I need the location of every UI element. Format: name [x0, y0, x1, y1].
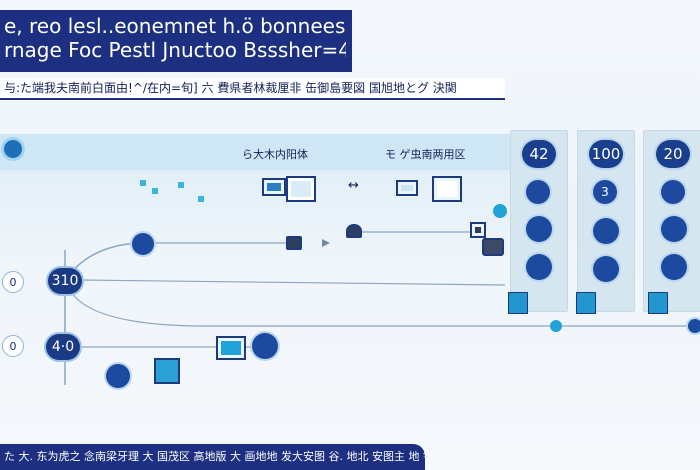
flow-zero-bottom: 0	[2, 335, 24, 357]
footer-bar: た 大. 东为虎之 念南梁牙理 大 国茂区 高地版 大 画地地 发大安图 谷. …	[0, 444, 425, 470]
small-tablet-icon	[470, 222, 486, 238]
column-2-dot-1	[593, 218, 619, 244]
column-1-dot-1	[526, 216, 552, 242]
column-3-cell-1	[661, 180, 685, 204]
title-block: e, reo lesl..eonemnet h.ö bonneess Jasht…	[0, 10, 352, 72]
column-head-2: 100	[589, 140, 623, 168]
tablet-icon	[432, 176, 462, 202]
column-head-1: 42	[522, 140, 556, 168]
small-box-icon	[482, 238, 504, 256]
accent-dot-icon	[550, 320, 562, 332]
column-2-dot-2	[593, 256, 619, 282]
top-panel	[0, 134, 510, 170]
column-3-tile-icon	[648, 292, 668, 314]
accent-dot-icon	[493, 204, 507, 218]
laptop-icon	[286, 176, 316, 202]
pixel-square	[178, 182, 184, 188]
panel-dot-icon	[4, 140, 22, 158]
pixel-square	[140, 180, 146, 186]
column-1-tile-icon	[508, 292, 528, 314]
monitor-icon	[262, 178, 286, 196]
monitor-icon	[216, 336, 246, 360]
panel-label-left: ら大木内阳体	[242, 148, 308, 161]
title-line-1: e, reo lesl..eonemnet h.ö bonneess Jasht…	[4, 14, 346, 38]
flow-end-icon	[688, 319, 700, 333]
flow-node-bottom: 4·0	[46, 334, 80, 360]
flow-point-icon	[132, 233, 154, 255]
panel-label-right: モ ゲ虫南两用区	[385, 148, 466, 161]
pixel-square	[198, 196, 204, 202]
column-head-3: 20	[656, 140, 690, 168]
device-icon	[396, 180, 418, 196]
pixel-square	[152, 188, 158, 194]
subtitle-bar: 与:た端我夫南前白面由!^/在内=旬] 六 費県者林裁厘非 缶御島要図 国旭地と…	[0, 78, 505, 100]
column-1-dot-2	[526, 254, 552, 280]
column-2-tile-icon	[576, 292, 596, 314]
title-line-2: rnage Foc Pestl Jnuctoo Bsssher=4KZ 7F $…	[4, 38, 346, 62]
column-2-cell-1: 3	[593, 180, 617, 204]
small-device-icon	[286, 236, 302, 250]
column-3-dot-1	[661, 216, 687, 242]
flow-zero-top: 0	[2, 271, 24, 293]
flow-point-icon	[252, 333, 278, 359]
storage-icon	[154, 358, 180, 384]
flow-point-icon	[106, 364, 130, 388]
column-1-cell-1	[526, 180, 550, 204]
panel-background	[0, 165, 510, 255]
flow-node-top: 310	[48, 268, 82, 294]
small-device-icon	[346, 224, 362, 238]
transfer-arrow: ↔	[348, 178, 359, 193]
column-3-dot-2	[661, 254, 687, 280]
